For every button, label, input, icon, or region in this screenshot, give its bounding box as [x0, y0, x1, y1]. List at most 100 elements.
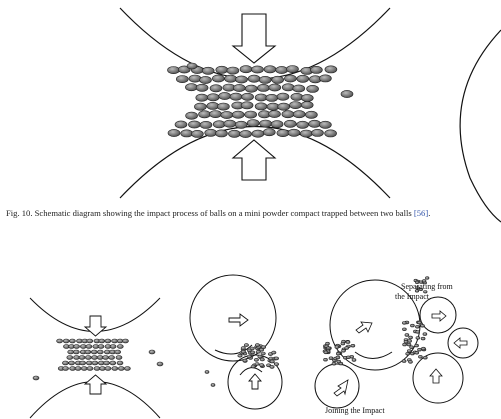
powder-particle	[57, 339, 63, 343]
bm-rotation-arrow-2	[240, 368, 262, 375]
br-arrow-icon-5	[334, 380, 348, 396]
powder-particle	[233, 84, 245, 91]
powder-particle	[255, 103, 267, 110]
powder-particle	[415, 351, 419, 354]
powder-particle	[248, 75, 260, 82]
powder-particle	[336, 356, 340, 359]
powder-particle	[224, 120, 236, 127]
powder-particle	[213, 121, 225, 128]
powder-particle	[252, 130, 264, 137]
powder-particle	[257, 84, 269, 91]
powder-particle	[112, 367, 118, 371]
powder-particle	[228, 130, 240, 137]
powder-particle	[266, 94, 278, 101]
separating-label: Separating from	[401, 282, 454, 291]
powder-particle	[409, 336, 413, 339]
powder-particle	[68, 350, 74, 354]
powder-particle	[221, 111, 233, 118]
powder-particle	[264, 66, 276, 73]
powder-particle	[200, 76, 212, 83]
powder-particle	[261, 346, 265, 349]
powder-particle	[345, 347, 349, 350]
powder-particle	[247, 349, 251, 352]
powder-particle	[300, 130, 312, 137]
powder-particle	[240, 130, 252, 137]
powder-particle	[258, 355, 262, 358]
powder-particle	[270, 360, 274, 363]
powder-particle	[216, 66, 228, 73]
powder-particle	[74, 356, 80, 360]
down-arrow-icon	[233, 14, 275, 63]
powder-particle	[62, 361, 68, 365]
separating-label-line2: the Impact	[395, 292, 430, 301]
powder-particle	[278, 103, 290, 110]
powder-particle	[269, 110, 281, 117]
powder-particle	[117, 345, 123, 349]
powder-compact-bottom-left	[33, 339, 163, 380]
powder-particle	[423, 333, 427, 336]
powder-particle	[287, 66, 299, 73]
powder-particle	[325, 130, 337, 137]
powder-particle	[200, 121, 212, 128]
bl-up-arrow-icon	[85, 375, 106, 394]
powder-particle	[243, 359, 247, 362]
powder-particle	[98, 345, 104, 349]
powder-particle	[288, 129, 300, 136]
powder-particle	[110, 361, 116, 365]
powder-particle	[293, 85, 305, 92]
powder-particle	[259, 76, 271, 83]
powder-particle	[79, 356, 85, 360]
up-arrow-icon	[233, 140, 275, 180]
powder-particle	[73, 350, 79, 354]
powder-particle	[271, 121, 283, 128]
powder-particle	[191, 130, 203, 137]
joining-label: Joining the Impact	[325, 406, 385, 415]
powder-particle	[87, 367, 93, 371]
powder-particle	[410, 346, 414, 349]
powder-particle	[103, 356, 109, 360]
powder-particle	[227, 67, 239, 74]
powder-particle	[351, 344, 355, 347]
powder-particle	[202, 67, 214, 74]
powder-particle	[337, 360, 341, 363]
powder-particle	[245, 111, 257, 118]
powder-particle	[118, 367, 124, 371]
powder-particle	[326, 342, 330, 345]
powder-particle	[247, 120, 259, 127]
powder-particle	[406, 352, 410, 355]
powder-particle	[196, 94, 208, 101]
powder-particle	[301, 94, 313, 101]
powder-particle	[346, 356, 350, 359]
powder-particle	[149, 350, 155, 354]
powder-particle	[312, 129, 324, 136]
powder-particle	[157, 362, 163, 366]
bm-right-arrow-icon	[229, 314, 248, 326]
powder-particle	[416, 331, 420, 334]
powder-particle	[410, 324, 414, 327]
powder-particle	[325, 66, 337, 73]
powder-particle	[81, 367, 87, 371]
bl-down-arrow-icon	[85, 316, 106, 336]
powder-particle	[415, 325, 419, 328]
powder-particle	[194, 103, 206, 110]
powder-particle	[329, 357, 333, 360]
powder-particle	[238, 354, 242, 357]
powder-particle	[109, 356, 115, 360]
powder-particle	[168, 67, 180, 74]
powder-particle	[255, 363, 259, 366]
powder-particle	[181, 130, 193, 137]
powder-particle	[284, 75, 296, 82]
powder-particle	[70, 367, 76, 371]
powder-particle	[175, 121, 187, 128]
powder-particle	[416, 337, 420, 340]
powder-particle	[251, 365, 255, 368]
caption-reference-link[interactable]: [56]	[414, 208, 428, 218]
powder-particle	[245, 85, 257, 92]
powder-particle	[425, 277, 429, 280]
powder-particle	[255, 94, 267, 101]
powder-particle	[290, 102, 302, 109]
powder-particle	[405, 334, 409, 337]
powder-particle	[211, 384, 215, 387]
powder-particle	[97, 350, 103, 354]
powder-particle	[260, 358, 264, 361]
